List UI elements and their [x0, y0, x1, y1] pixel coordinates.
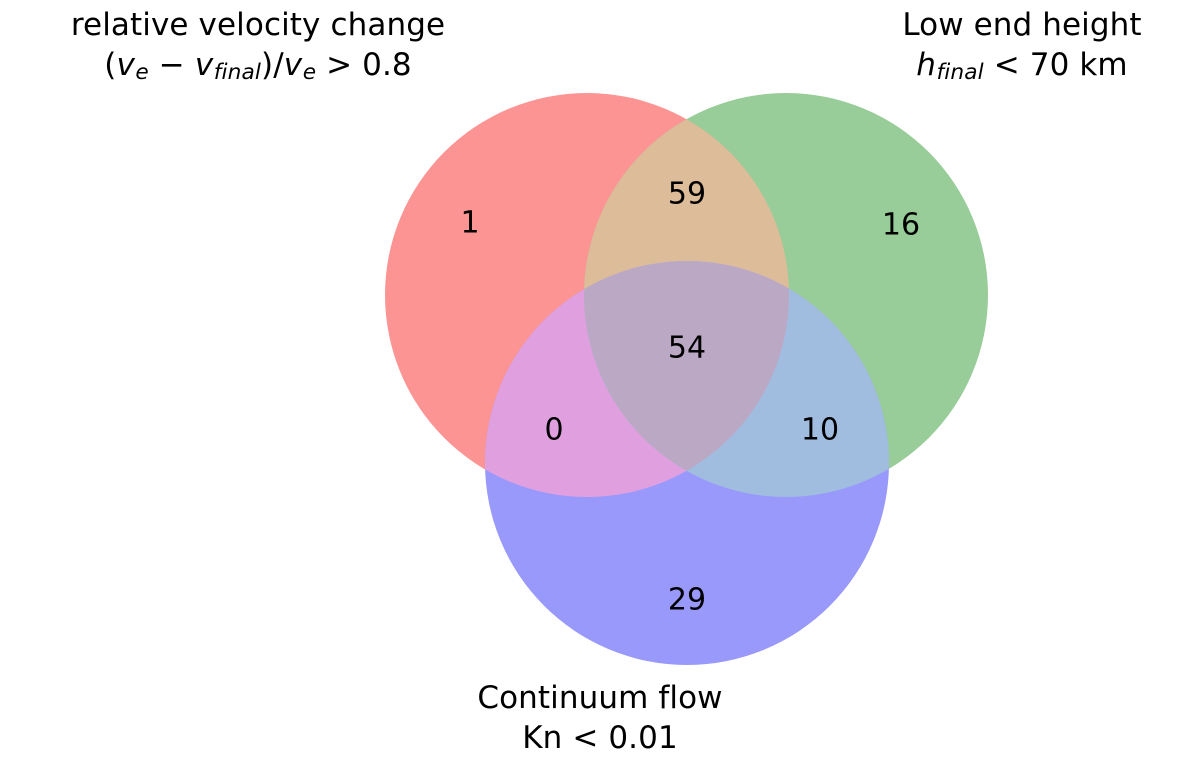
var-h-subscript: final [936, 60, 984, 86]
var-ve: v [116, 46, 135, 83]
venn-set-label-b: Low end height hfinal < 70 km [852, 6, 1192, 87]
venn-count-a-and-b: 59 [667, 176, 707, 212]
var-ve-subscript: e [135, 60, 149, 86]
venn-set-label-c-title: Continuum flow [477, 680, 723, 716]
venn-set-label-a: relative velocity change (ve − vfinal)/v… [8, 6, 508, 87]
venn-set-label-a-criterion: (ve − vfinal)/ve > 0.8 [8, 46, 508, 88]
var-ve-denominator-subscript: e [302, 60, 317, 86]
var-vfinal-subscript: final [213, 60, 262, 86]
venn-count-b-and-c: 10 [800, 412, 840, 448]
venn-count-a-only: 1 [460, 205, 480, 241]
paren-open: ( [104, 46, 117, 83]
venn-set-label-c: Continuum flow Kn < 0.01 [0, 679, 1200, 758]
var-vfinal: v [194, 46, 214, 83]
var-ve-denominator: v [283, 46, 303, 83]
venn-set-label-b-title: Low end height [902, 7, 1142, 43]
paren-close-divide: )/ [261, 46, 284, 83]
var-h: h [916, 46, 937, 83]
venn-count-b-only: 16 [881, 207, 921, 243]
venn-count-a-and-c: 0 [544, 412, 564, 448]
comparison-threshold-b: < 70 km [983, 46, 1128, 83]
minus-operator: − [148, 46, 195, 83]
venn-count-all-three: 54 [667, 330, 707, 366]
venn-count-c-only: 29 [667, 582, 707, 618]
venn-set-label-c-criterion: Kn < 0.01 [522, 719, 678, 756]
comparison-threshold-a: > 0.8 [316, 46, 412, 83]
venn-set-label-b-criterion: hfinal < 70 km [852, 46, 1192, 88]
venn-set-label-a-title: relative velocity change [70, 7, 446, 43]
